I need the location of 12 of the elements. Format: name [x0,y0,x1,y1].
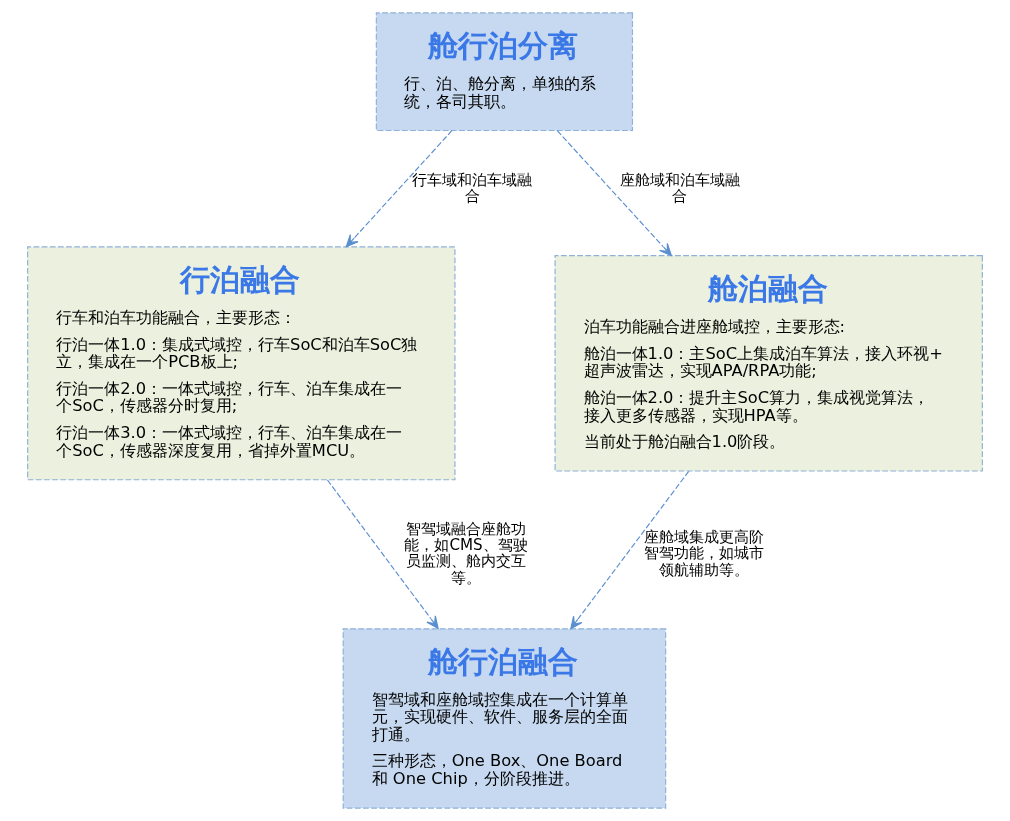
edge-label: 行车域和泊车域融合 [412,170,533,205]
edge-label: 座舱域和泊车域融合 [619,170,740,205]
node-box: 舱行泊融合 智驾域和座舱域控集成在一个计算单元，实现硬件、软件、服务层的全面打通。 三种形态，One Box、One Board 和 One Chip，分阶段推进。 [342,628,667,809]
edge-label: 智驾域融合座舱功能，如CMS、驾驶员监测、舱内交互等。 [404,519,528,587]
node-box: 行泊融合 行车和泊车功能融合，主要形态： 行泊一体1.0：集成式域控，行车SoC和泊车SoC独立，集成在一个PCB板上; 行泊一体2.0：一体式域控，行车、泊车集成在一个SoC，传感器分时复用; 行泊一体3.0：一体式域控，行车、泊车集成在一个SoC，传感器深度复用，省掉外置MCU。 [27,246,456,481]
node-box: 舱泊融合 泊车功能融合进座舱域控，主要形态: 舱泊一体1.0：主SoC上集成泊车算法，接入环视+超声波雷达，实现APA/RPA功能; 舱泊一体2.0：提升主SoC算力，集成视觉算法，接入更多传感器，实现HPA等。 当前处于舱泊融合1.0阶段。 [554,255,983,472]
node-box: 舱行泊分离 行、泊、舱分离，单独的系统，各司其职。 [375,12,634,132]
edge-label: 座舱域集成更高阶智驾功能，如城市领航辅助等。 [644,527,765,579]
arrow [556,130,672,257]
arrow [345,130,453,248]
arrow [570,470,690,630]
arrow [326,479,439,629]
